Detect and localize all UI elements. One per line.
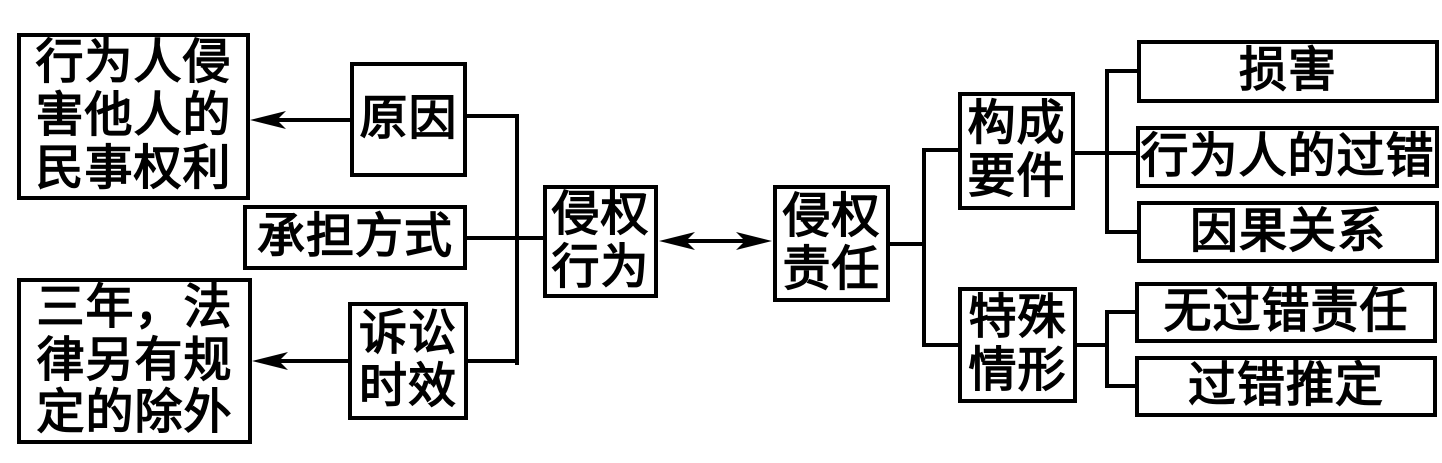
node-special-situations: 特殊情形 bbox=[958, 287, 1077, 403]
node-damage: 损害 bbox=[1137, 40, 1439, 103]
connector-nofault-stub bbox=[1105, 310, 1135, 314]
connector-presumed-stub bbox=[1105, 384, 1135, 388]
connector-special-to-items bbox=[1077, 343, 1109, 347]
node-actor-fault: 行为人的过错 bbox=[1136, 126, 1439, 188]
connector-elements-stub bbox=[922, 148, 958, 152]
node-tort-act: 侵权行为 bbox=[543, 185, 658, 298]
arrow-left-icon bbox=[252, 350, 288, 372]
arrow-right-icon bbox=[736, 230, 772, 252]
connector-elements-vertical bbox=[1105, 69, 1109, 234]
connector-liability-vertical bbox=[922, 148, 926, 347]
connector-special-stub bbox=[922, 343, 958, 347]
connector-causation-stub bbox=[1105, 230, 1137, 234]
node-limitation-rule: 三年，法律另有规定的除外 bbox=[17, 278, 252, 444]
connector-special-vertical bbox=[1105, 310, 1109, 388]
connector-liability-line bbox=[890, 242, 926, 246]
node-constitutive-elements: 构成要件 bbox=[958, 92, 1075, 210]
connector-limitation-stub bbox=[468, 359, 519, 363]
node-no-fault-liability: 无过错责任 bbox=[1135, 282, 1437, 343]
double-arrow-line bbox=[685, 239, 747, 243]
node-limitation-period: 诉讼时效 bbox=[348, 302, 468, 420]
arrow-left-icon bbox=[250, 109, 286, 131]
node-tort-liability: 侵权责任 bbox=[773, 185, 890, 302]
arrow-limitation-to-rule-line bbox=[276, 359, 348, 363]
node-causation: 因果关系 bbox=[1137, 201, 1439, 263]
node-presumed-fault: 过错推定 bbox=[1135, 356, 1437, 417]
node-cause: 原因 bbox=[350, 62, 467, 177]
connector-cause-stub bbox=[467, 114, 519, 118]
node-liability-method: 承担方式 bbox=[243, 205, 467, 270]
connector-damage-stub bbox=[1105, 69, 1137, 73]
arrow-cause-to-harm-line bbox=[274, 118, 350, 122]
arrow-left-icon bbox=[659, 230, 695, 252]
connector-method-to-tort-act bbox=[467, 236, 543, 240]
node-harm-result: 行为人侵害他人的民事权利 bbox=[17, 33, 250, 200]
